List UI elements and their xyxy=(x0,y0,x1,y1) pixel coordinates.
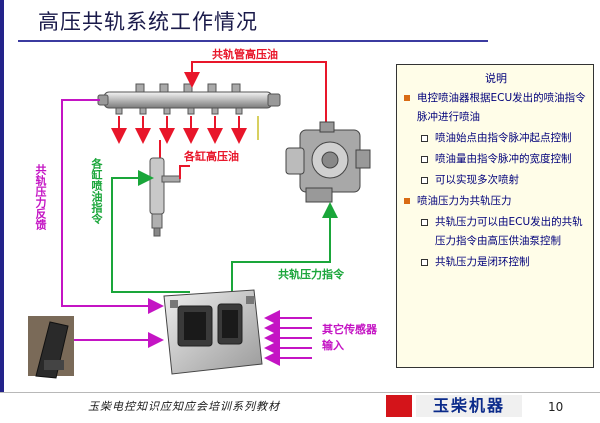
label-injector-command: 各缸喷油指令 xyxy=(90,158,103,224)
pump-to-rail-line xyxy=(184,61,327,125)
label-other-sensors: 其它传感器输入 xyxy=(322,323,377,352)
high-pressure-pump xyxy=(285,121,371,203)
rail-pressure-command-line xyxy=(231,202,338,292)
ecu-unit xyxy=(163,289,263,375)
explanation-box: 说明 电控喷油器根据ECU发出的喷油指令脉冲进行喷油 喷油始点由指令脉冲起点控制… xyxy=(396,64,594,368)
slide-accent-bar xyxy=(0,0,4,422)
common-rail xyxy=(97,83,281,115)
note-sub-item: 可以实现多次喷射 xyxy=(403,171,589,190)
rail-pressure-feedback-line xyxy=(61,99,164,314)
square-bullet-icon xyxy=(404,198,410,204)
injector-feed-line xyxy=(179,165,190,179)
injector xyxy=(149,157,181,237)
hollow-bullet-icon xyxy=(421,259,428,266)
label-rail-pressure-command: 共轨压力指令 xyxy=(278,268,344,281)
company-logo: 玉柴机器 xyxy=(386,395,526,417)
hollow-bullet-icon xyxy=(421,177,428,184)
note-sub-item: 共轨压力可以由ECU发出的共轨压力指令由高压供油泵控制 xyxy=(403,213,589,251)
note-sub-text: 可以实现多次喷射 xyxy=(435,174,519,186)
logo-emblem-icon xyxy=(386,395,412,417)
footer-course-text: 玉柴电控知识应知应会培训系列教材 xyxy=(88,400,280,413)
square-bullet-icon xyxy=(404,95,410,101)
note-sub-text: 喷油量由指令脉冲的宽度控制 xyxy=(435,153,572,165)
logo-text: 玉柴机器 xyxy=(416,395,522,417)
note-item: 电控喷油器根据ECU发出的喷油指令脉冲进行喷油 xyxy=(403,89,589,127)
sensor-input-arrows xyxy=(264,310,312,366)
note-sub-text: 共轨压力可以由ECU发出的共轨压力指令由高压供油泵控制 xyxy=(435,216,583,247)
page-number: 10 xyxy=(548,400,564,414)
injector-command-line xyxy=(111,170,190,293)
hollow-bullet-icon xyxy=(421,135,428,142)
note-sub-item: 共轨压力是闭环控制 xyxy=(403,253,589,272)
hollow-bullet-icon xyxy=(421,156,428,163)
label-rail-pressure-feedback: 共轨压力反馈 xyxy=(34,164,47,230)
accelerator-pedal xyxy=(28,316,74,379)
slide-title: 高压共轨系统工作情况 xyxy=(38,10,258,34)
hollow-bullet-icon xyxy=(421,219,428,226)
note-item-text: 电控喷油器根据ECU发出的喷油指令脉冲进行喷油 xyxy=(417,92,586,123)
note-sub-text: 喷油始点由指令脉冲起点控制 xyxy=(435,132,572,144)
note-sub-item: 喷油始点由指令脉冲起点控制 xyxy=(403,129,589,148)
note-sub-text: 共轨压力是闭环控制 xyxy=(435,256,530,268)
note-item: 喷油压力为共轨压力 xyxy=(403,192,589,211)
rail-outlet-arrows xyxy=(111,116,247,144)
label-rail-high-pressure: 共轨管高压油 xyxy=(212,48,278,61)
label-cylinder-high-pressure: 各缸高压油 xyxy=(184,150,239,163)
note-item-text: 喷油压力为共轨压力 xyxy=(417,195,512,207)
note-sub-item: 喷油量由指令脉冲的宽度控制 xyxy=(403,150,589,169)
title-underline xyxy=(18,40,488,42)
explanation-heading: 说明 xyxy=(485,72,507,85)
